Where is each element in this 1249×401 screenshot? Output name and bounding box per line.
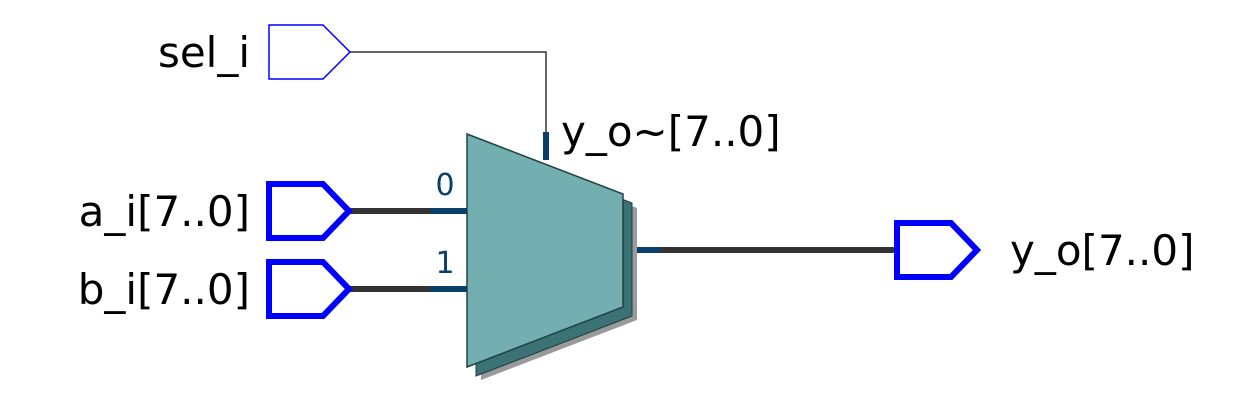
mux-input-0-label: 0	[435, 168, 454, 203]
sel-wire[interactable]	[350, 51, 547, 132]
a-port-icon[interactable]	[266, 181, 354, 241]
mux-instance-label: y_o~[7..0]	[561, 107, 781, 156]
sel-port-icon[interactable]	[268, 24, 352, 80]
mux-symbol[interactable]	[466, 132, 637, 380]
b-port-label: b_i[7..0]	[78, 265, 250, 314]
sel-port-label: sel_i	[158, 28, 250, 77]
y-port-icon[interactable]	[894, 220, 982, 280]
b-port-icon[interactable]	[266, 259, 354, 319]
mux-body	[466, 132, 624, 369]
a-port-label: a_i[7..0]	[79, 187, 250, 236]
mux-input-1-label: 1	[435, 246, 454, 281]
y-port-label: y_o[7..0]	[1010, 226, 1194, 275]
